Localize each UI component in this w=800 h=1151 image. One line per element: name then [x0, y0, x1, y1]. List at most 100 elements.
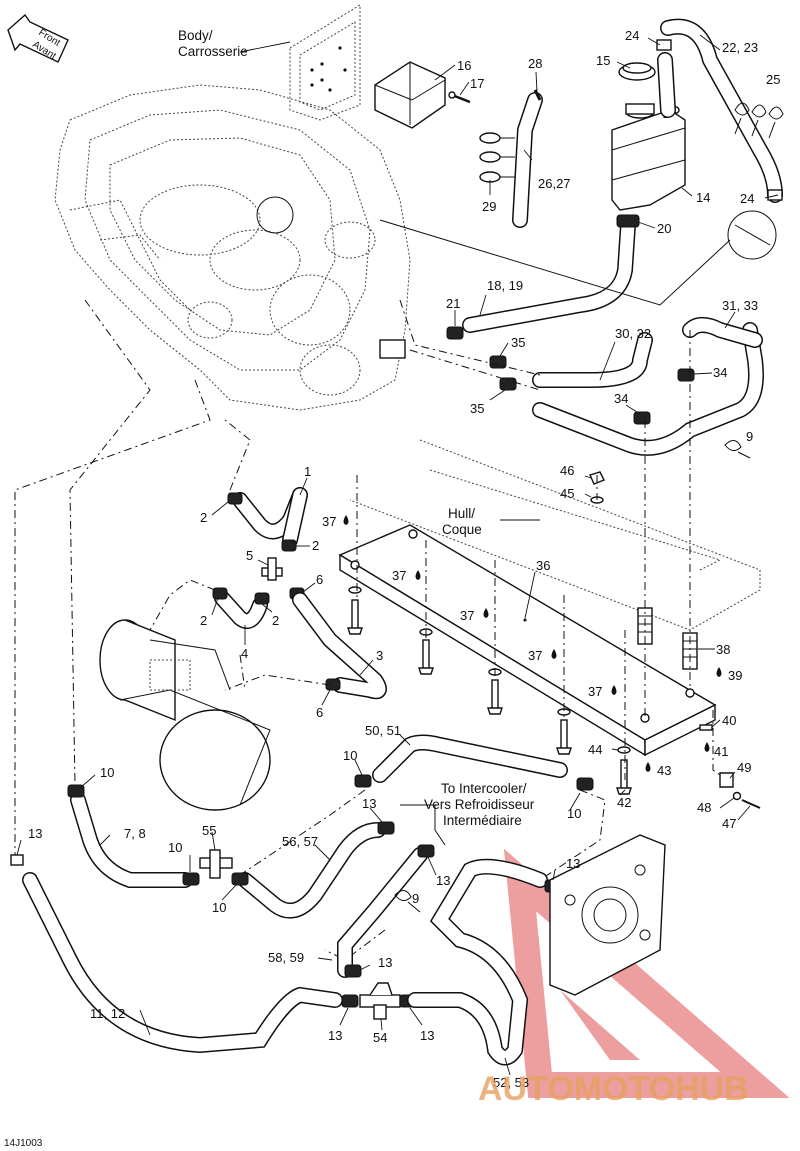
callout-label: 11, 12 — [90, 1006, 125, 1021]
callout-label: 13 — [420, 1028, 434, 1043]
callout-label: 21 — [446, 296, 460, 311]
callout-label: 35 — [470, 401, 484, 416]
callout-label: 2 — [312, 538, 319, 553]
bracket-screw — [448, 91, 471, 104]
hose-50-51 — [372, 734, 568, 783]
clamp-34-right — [677, 368, 695, 382]
callout-label: 24 — [625, 28, 639, 43]
body-note-line1: Body/ — [178, 28, 213, 43]
callout-label: 37 — [322, 514, 336, 529]
body-panel — [239, 4, 361, 121]
callout-label: 10 — [168, 840, 182, 855]
pin-40 — [699, 724, 713, 731]
callout-label: 34 — [614, 391, 628, 406]
callout-label: 10 — [100, 765, 114, 780]
bracket — [374, 61, 446, 129]
hull-note-line1: Hull/ — [448, 506, 475, 521]
callout-label: 55 — [202, 823, 216, 838]
callout-label: 22, 23 — [722, 40, 758, 55]
tie-clips — [734, 102, 784, 139]
clamp-21 — [446, 326, 464, 340]
figure-code: 14J1003 — [4, 1138, 43, 1149]
callout-label: 2 — [272, 613, 279, 628]
callout-label: 44 — [588, 742, 602, 757]
engine-outlet-hoses — [532, 317, 764, 456]
overflow-hose — [512, 89, 543, 228]
tee-fitting-5 — [261, 557, 283, 581]
engine — [54, 84, 411, 411]
screw-47 — [741, 799, 761, 809]
callout-label: 30, 32 — [615, 326, 651, 341]
callout-label: 47 — [722, 816, 736, 831]
callout-label: 15 — [596, 53, 610, 68]
callout-label: 18, 19 — [487, 278, 523, 293]
clamp-24-top — [656, 39, 672, 51]
callout-label: 6 — [316, 572, 323, 587]
callout-label: 13 — [28, 826, 42, 841]
hose-3 — [292, 592, 387, 700]
mounting-plate — [338, 524, 717, 757]
callout-label: 37 — [392, 568, 406, 583]
callout-label: 2 — [200, 510, 207, 525]
alignment-lines — [356, 330, 721, 780]
vent-hose — [657, 18, 783, 203]
pressure-cap — [618, 62, 656, 81]
fitting-55 — [199, 849, 233, 879]
callout-label: 35 — [511, 335, 525, 350]
callout-label: 2 — [200, 613, 207, 628]
callout-label: 9 — [746, 429, 753, 444]
callout-label: 40 — [722, 713, 736, 728]
hose-52-53 — [407, 858, 548, 1066]
callout-label: 37 — [588, 684, 602, 699]
body-note-line2: Carrosserie — [178, 44, 248, 59]
callout-label: 58, 59 — [268, 950, 304, 965]
callout-label: 43 — [657, 763, 671, 778]
clamp-24-right — [767, 189, 783, 201]
callout-label: 24 — [740, 191, 754, 206]
tie-clip-9-bottom — [394, 890, 421, 913]
callout-label: 13 — [378, 955, 392, 970]
callout-label: 28 — [528, 56, 542, 71]
callout-label: 52, 53 — [493, 1075, 529, 1090]
callout-label: 36 — [536, 558, 550, 573]
callout-label: 9 — [412, 891, 419, 906]
callout-labels: 24 22, 23 15 25 28 16 17 14 24 26,27 29 … — [28, 28, 780, 1090]
callout-label: 39 — [728, 668, 742, 683]
coolant-expansion-tank — [611, 98, 686, 211]
callout-label: 1 — [304, 464, 311, 479]
callout-label: 4 — [241, 646, 248, 661]
callout-label: 50, 51 — [365, 723, 401, 738]
callout-label: 41 — [714, 744, 728, 759]
intercooler-note-line2: Vers Refroidisseur — [424, 797, 535, 812]
callout-label: 20 — [657, 221, 671, 236]
grommet-49 — [719, 772, 734, 788]
washer-44 — [617, 746, 631, 754]
callout-label: 38 — [716, 642, 730, 657]
callout-label: 6 — [316, 705, 323, 720]
callout-label: 31, 33 — [722, 298, 758, 313]
tie-clip-9-top — [724, 440, 751, 459]
sealant-drop-icons — [343, 515, 722, 772]
callout-label: 45 — [560, 486, 574, 501]
clamps-29 — [479, 132, 515, 183]
clamp-34-left — [633, 411, 651, 425]
watermark-text: AUTOMOTOHUB — [478, 1070, 749, 1108]
callout-label: 3 — [376, 648, 383, 663]
callout-label: 56, 57 — [282, 834, 318, 849]
clamp-35-bottom — [499, 377, 517, 391]
clamp-20 — [616, 214, 640, 228]
washer-48 — [732, 791, 742, 801]
hose-58-59 — [337, 847, 428, 978]
callout-label: 34 — [713, 365, 727, 380]
callout-label: 17 — [470, 76, 484, 91]
tank-outlet-hose — [462, 217, 636, 333]
clamp-35-top — [489, 355, 507, 369]
pump-housing — [549, 834, 666, 996]
intercooler-note-line1: To Intercooler/ — [441, 781, 527, 796]
hose-56-57 — [237, 822, 386, 919]
intercooler-note-line3: Intermédiaire — [443, 813, 522, 828]
callout-label: 7, 8 — [124, 826, 146, 841]
hose-11-12 — [22, 872, 343, 1054]
callout-label: 37 — [528, 648, 542, 663]
